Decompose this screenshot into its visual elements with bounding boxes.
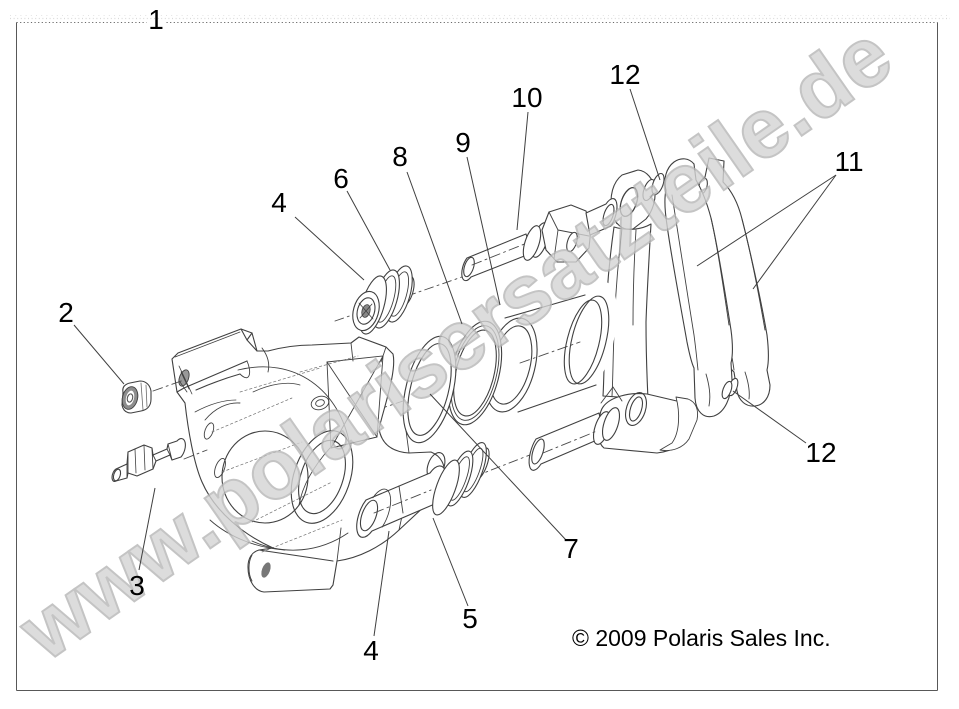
svg-text:9: 9 <box>455 127 471 158</box>
svg-text:4: 4 <box>363 635 379 666</box>
svg-text:3: 3 <box>129 570 145 601</box>
svg-text:12: 12 <box>609 59 640 90</box>
svg-text:2: 2 <box>58 297 74 328</box>
svg-text:© 2009 Polaris Sales Inc.: © 2009 Polaris Sales Inc. <box>572 625 831 651</box>
svg-text:11: 11 <box>834 146 863 177</box>
svg-text:7: 7 <box>563 533 579 564</box>
svg-text:8: 8 <box>392 141 408 172</box>
svg-text:4: 4 <box>271 187 287 218</box>
svg-text:1: 1 <box>148 4 164 35</box>
svg-text:12: 12 <box>805 437 836 468</box>
svg-text:5: 5 <box>462 603 478 634</box>
svg-text:6: 6 <box>333 163 349 194</box>
svg-text:10: 10 <box>511 82 542 113</box>
